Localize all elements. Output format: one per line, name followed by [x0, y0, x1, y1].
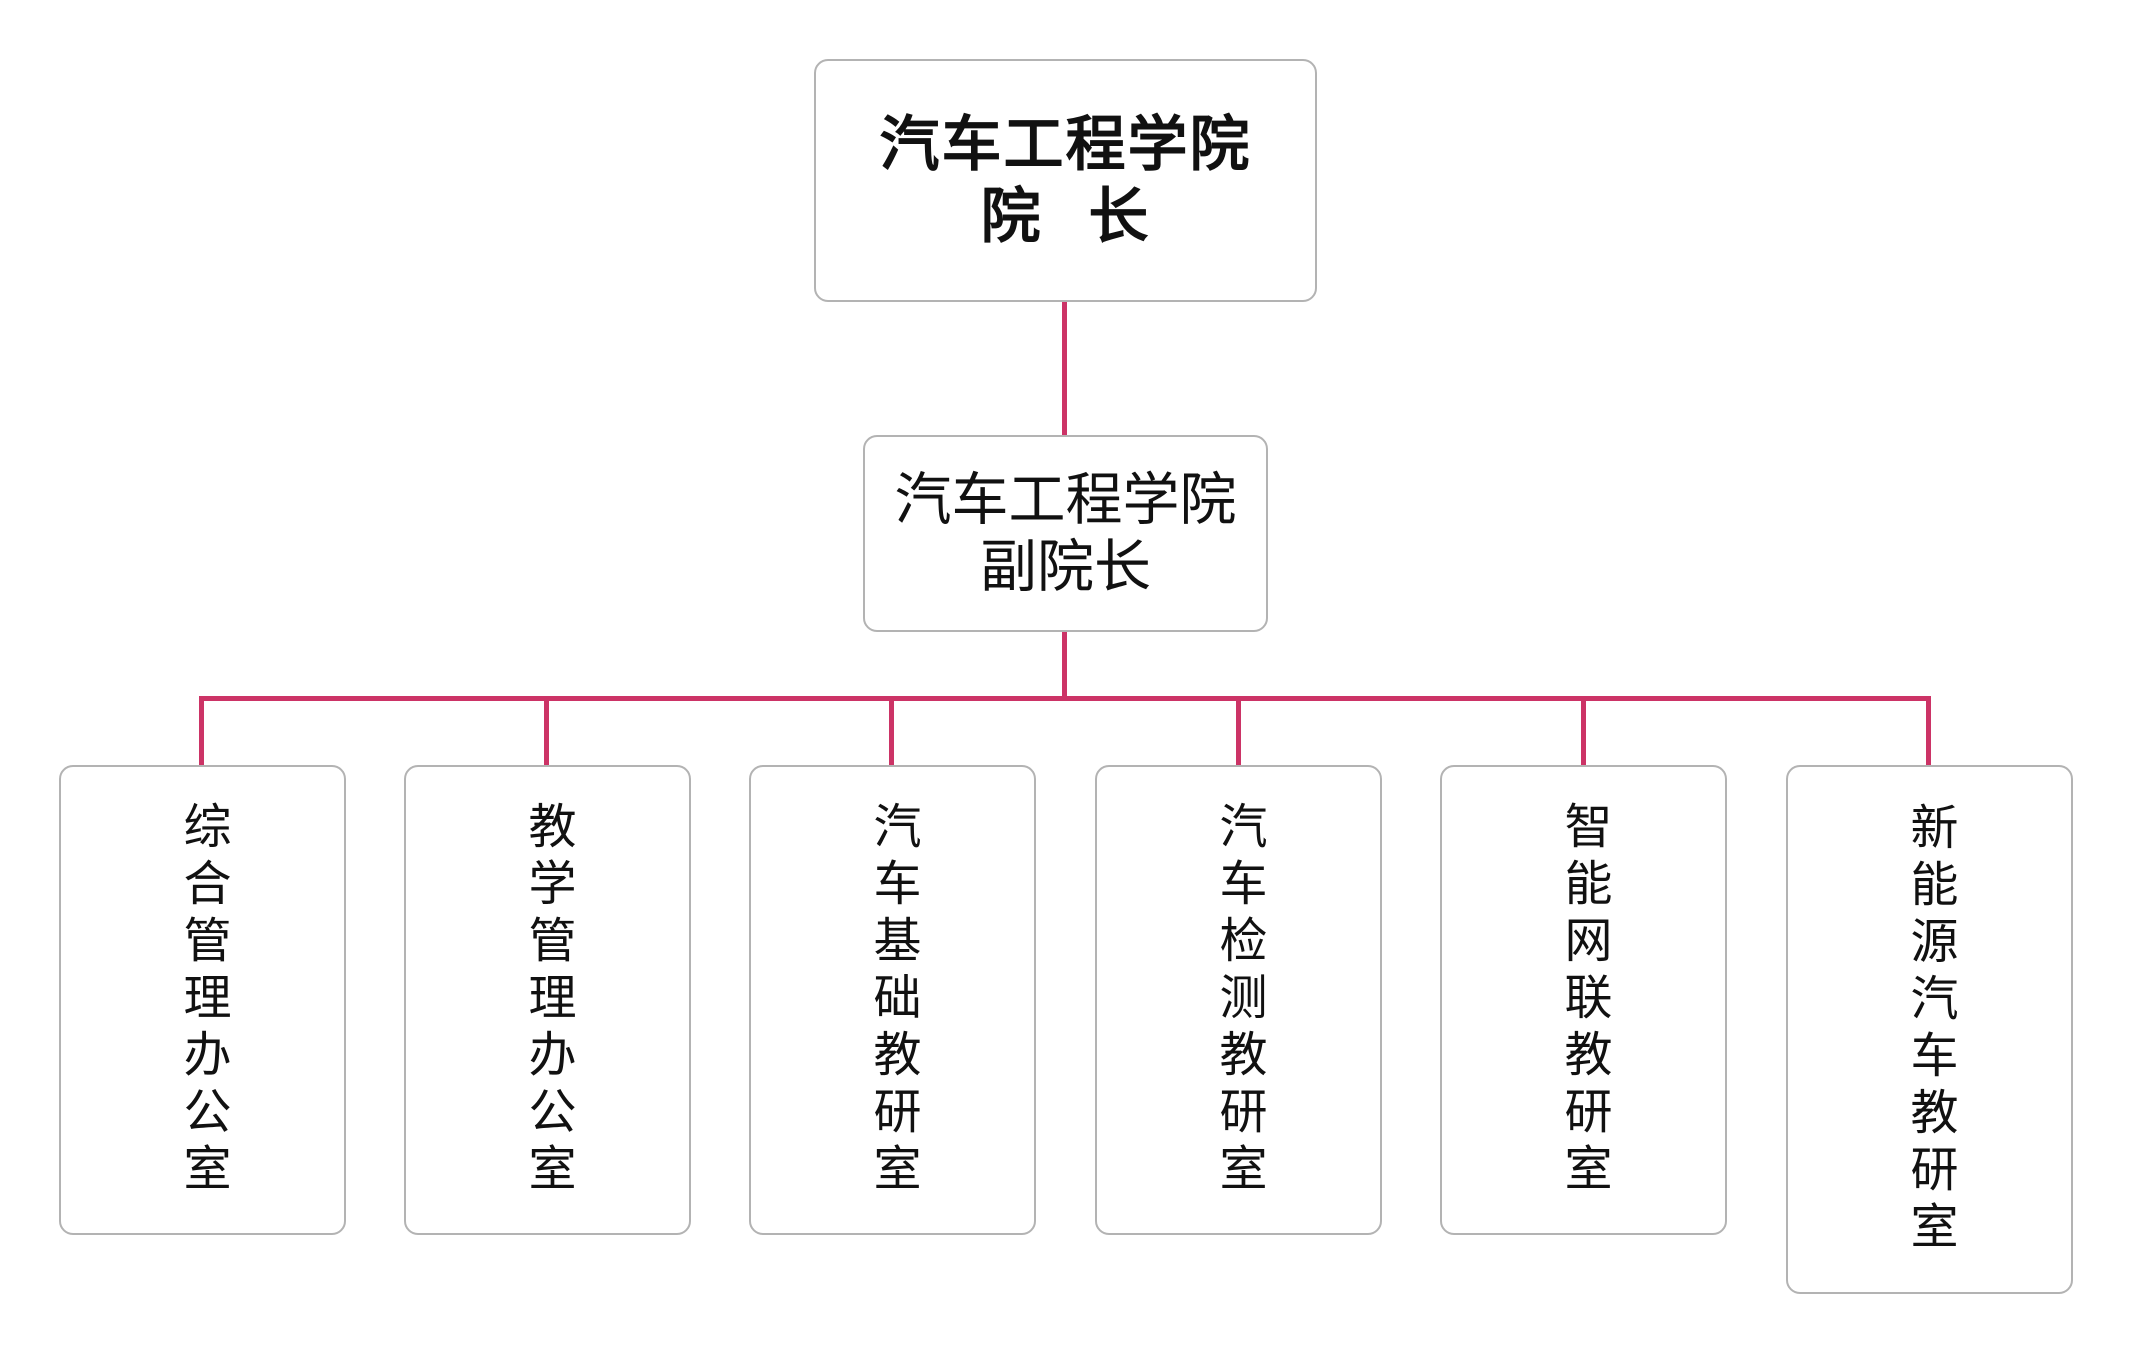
dean-title-line1: 汽车工程学院 — [879, 109, 1252, 180]
connector-dept-2 — [544, 696, 549, 765]
connector-dept-1 — [199, 696, 204, 765]
dept-label: 综合管理办公室 — [174, 800, 231, 1200]
dept-box-new-energy-vehicle: 新能源汽车教研室 — [1786, 765, 2073, 1294]
vice-dean-title-line1: 汽车工程学院 — [894, 466, 1237, 533]
dept-label: 智能网联教研室 — [1555, 800, 1612, 1200]
dean-box: 汽车工程学院 院 长 — [814, 59, 1317, 302]
connector-dean-to-vice — [1062, 302, 1067, 435]
dept-box-auto-inspection: 汽车检测教研室 — [1095, 765, 1382, 1235]
connector-dept-5 — [1581, 696, 1586, 765]
dept-label: 新能源汽车教研室 — [1901, 801, 1958, 1258]
connector-dept-6 — [1926, 696, 1931, 765]
dept-box-teaching-admin-office: 教学管理办公室 — [404, 765, 691, 1235]
dept-label: 汽车检测教研室 — [1210, 800, 1267, 1200]
dept-label: 教学管理办公室 — [519, 800, 576, 1200]
vice-dean-box: 汽车工程学院 副院长 — [863, 435, 1268, 632]
connector-dept-3 — [889, 696, 894, 765]
dept-box-general-admin-office: 综合管理办公室 — [59, 765, 346, 1235]
connector-vice-to-bus — [1062, 632, 1067, 700]
vice-dean-title-line2: 副院长 — [980, 533, 1151, 600]
dept-label: 汽车基础教研室 — [864, 800, 921, 1200]
dept-box-auto-fundamentals: 汽车基础教研室 — [749, 765, 1036, 1235]
dean-title-line2: 院 长 — [980, 181, 1151, 252]
dept-box-intelligent-connected: 智能网联教研室 — [1440, 765, 1727, 1235]
connector-horizontal-bus — [199, 696, 1931, 701]
connector-dept-4 — [1236, 696, 1241, 765]
